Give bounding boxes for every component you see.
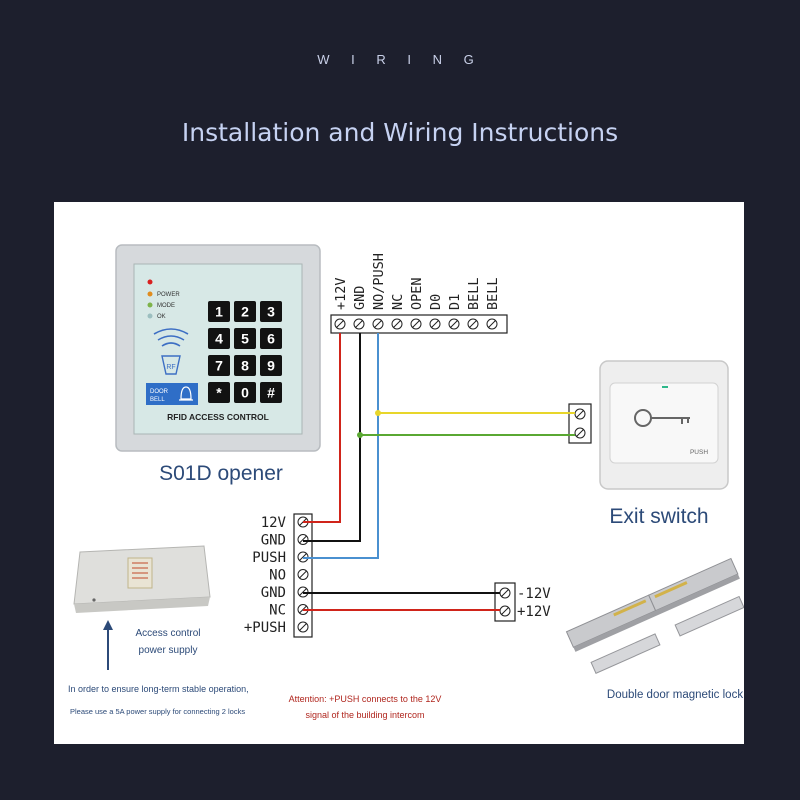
keypad-caption: S01D opener <box>159 462 283 485</box>
key-button[interactable] <box>260 328 282 349</box>
top-terminal-label: BELL <box>485 277 501 310</box>
rfid-icon: RF <box>153 328 189 375</box>
key-button[interactable] <box>234 355 256 376</box>
power-supply-caption-1: Access control <box>135 628 200 639</box>
doorbell-label-1: DOOR <box>150 389 169 395</box>
top-terminal-label: D0 <box>428 294 444 310</box>
power-terminal-label: GND <box>261 585 286 601</box>
indicator-ok-label: OK <box>157 314 166 320</box>
top-terminal-label: OPEN <box>409 277 425 310</box>
lock-terminal-label-neg: -12V <box>517 586 551 602</box>
top-terminal-label: +12V <box>333 277 349 310</box>
key-label: 9 <box>267 358 275 374</box>
wires <box>303 333 575 611</box>
exit-switch-device: PUSH <box>599 360 729 490</box>
key-label: 7 <box>215 358 223 374</box>
note-line-1: In order to ensure long-term stable oper… <box>68 684 249 694</box>
key-button[interactable] <box>208 382 230 403</box>
key-label: 1 <box>215 304 223 320</box>
wire-blue-push <box>303 333 379 559</box>
key-button[interactable] <box>260 382 282 403</box>
led-mode <box>147 302 153 308</box>
indicator-power-label: POWER <box>157 292 180 298</box>
led-red <box>147 279 153 285</box>
page-title: Installation and Wiring Instructions <box>181 118 619 147</box>
lock-terminal-label-pos: +12V <box>517 604 551 620</box>
attention-line-1: Attention: +PUSH connects to the 12V <box>289 694 442 704</box>
key-label: 5 <box>241 331 249 347</box>
key-button[interactable] <box>234 328 256 349</box>
key-label: 0 <box>241 385 249 401</box>
lock-terminal-screws <box>499 587 511 617</box>
key-button[interactable] <box>208 301 230 322</box>
key-button[interactable] <box>234 382 256 403</box>
power-supply-caption-2: power supply <box>139 645 198 656</box>
key-button[interactable] <box>208 328 230 349</box>
top-terminal-screws <box>334 318 498 330</box>
top-terminal-label: BELL <box>466 277 482 310</box>
key-icon <box>634 409 690 427</box>
magnetic-lock-device <box>565 557 745 675</box>
power-terminal-label: 12V <box>261 515 287 531</box>
power-terminal-label: +PUSH <box>244 620 286 636</box>
key-button[interactable] <box>208 355 230 376</box>
key-label: 6 <box>267 331 275 347</box>
key-label: 2 <box>241 304 249 320</box>
key-button[interactable] <box>260 355 282 376</box>
top-terminal-label: D1 <box>447 294 463 310</box>
led-ok <box>147 313 153 319</box>
power-terminal-label: GND <box>261 533 286 549</box>
key-button[interactable] <box>260 301 282 322</box>
magnetic-lock-caption: Double door magnetic lock <box>607 689 743 701</box>
bell-icon <box>179 386 193 401</box>
key-label: 4 <box>215 331 223 347</box>
key-label: 8 <box>241 358 249 374</box>
key-label: # <box>267 385 275 401</box>
power-terminal-label: NO <box>269 568 286 584</box>
power-terminal-label: NC <box>269 603 286 619</box>
top-terminal-label: NC <box>390 294 406 310</box>
keypad-keys: 1 2 3 4 5 6 7 8 9 * 0 # <box>208 301 282 403</box>
exit-led <box>662 386 668 388</box>
exit-button-text: PUSH <box>690 449 708 456</box>
attention-line-2: signal of the building intercom <box>305 710 424 720</box>
top-terminal-label: NO/PUSH <box>371 253 387 310</box>
wire-black-gnd <box>303 333 361 542</box>
note-line-2: Please use a 5A power supply for connect… <box>70 707 245 716</box>
indicator-mode-label: MODE <box>157 303 175 309</box>
power-terminal-label: PUSH <box>252 550 286 566</box>
section-eyebrow: W I R I N G <box>317 52 483 67</box>
wire-red-12v <box>303 333 341 523</box>
key-button[interactable] <box>234 301 256 322</box>
top-terminal-label: GND <box>352 286 368 310</box>
power-supply-device <box>73 545 211 613</box>
keypad-footer: RFID ACCESS CONTROL <box>167 412 269 422</box>
key-label: * <box>216 385 222 401</box>
key-label: 3 <box>267 304 275 320</box>
exit-switch-caption: Exit switch <box>609 505 708 528</box>
led-power <box>147 291 153 297</box>
doorbell-label-2: BELL <box>150 397 165 403</box>
rfid-tag-label: RF <box>166 364 175 371</box>
